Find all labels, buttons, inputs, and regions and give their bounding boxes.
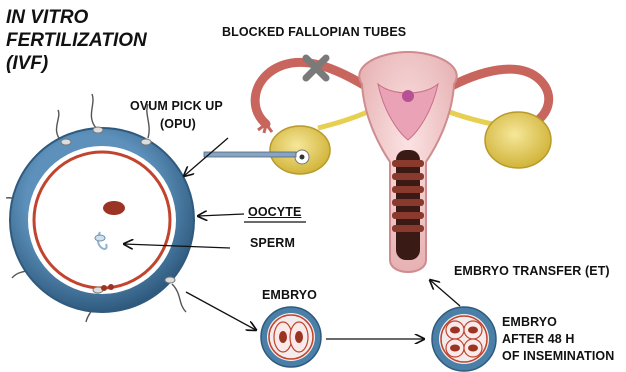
label-embryo: EMBRYO [262,288,317,303]
title-line-1: IN VITRO [6,6,147,29]
uterus-anatomy [255,52,551,272]
label-embryo48-line3: OF INSEMINATION [502,349,614,364]
title-line-2: FERTILIZATION [6,29,147,52]
embryo-4cell [432,307,496,371]
diagram-title: IN VITRO FERTILIZATION (IVF) [6,6,147,75]
label-embryo48-line2: AFTER 48 H [502,332,575,347]
title-line-3: (IVF) [6,52,147,75]
right-ovary [485,112,551,168]
label-blocked-tubes: BLOCKED FALLOPIAN TUBES [222,25,406,40]
arrow-to-embryo [186,292,256,330]
label-sperm: SPERM [250,236,295,251]
label-opu-line1: OVUM PICK UP [130,99,223,114]
arrow-et [430,280,460,306]
arrow-oocyte [198,214,244,216]
opu-needle [204,152,296,157]
embryo-2cell [261,307,321,367]
label-oocyte: OOCYTE [248,205,301,220]
label-embryo-transfer: EMBRYO TRANSFER (ET) [454,264,610,279]
label-embryo48-line1: EMBRYO [502,315,557,330]
label-opu-line2: (OPU) [160,117,196,132]
